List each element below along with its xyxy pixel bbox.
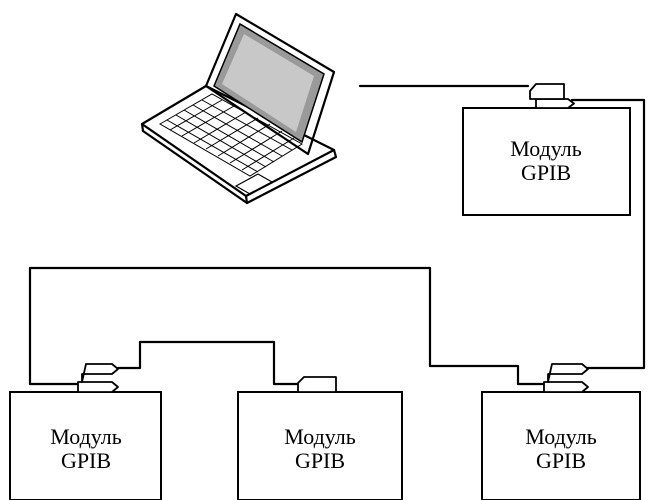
gpib-connector-icon <box>77 363 119 393</box>
module-label-line1: Модуль <box>50 424 122 449</box>
module-label-line2: GPIB <box>295 448 345 473</box>
module-bottom-middle: Модуль GPIB <box>237 391 403 500</box>
module-label-line2: GPIB <box>61 448 111 473</box>
gpib-cable-loop <box>28 266 546 386</box>
module-bottom-right: Модуль GPIB <box>481 391 641 500</box>
gpib-cable-right-chain <box>570 98 646 370</box>
module-label-line1: Модуль <box>284 424 356 449</box>
laptop-icon <box>140 12 338 205</box>
module-label-line1: Модуль <box>510 136 582 161</box>
gpib-connector-icon <box>529 83 575 109</box>
gpib-connector-icon <box>297 376 337 393</box>
module-top-right: Модуль GPIB <box>462 107 631 216</box>
module-bottom-left: Модуль GPIB <box>9 391 162 500</box>
gpib-connector-icon <box>543 363 589 393</box>
gpib-cable-bottom-middle <box>116 340 304 386</box>
module-label-line1: Модуль <box>525 424 597 449</box>
module-label-line2: GPIB <box>521 160 571 185</box>
module-label-line2: GPIB <box>536 448 586 473</box>
